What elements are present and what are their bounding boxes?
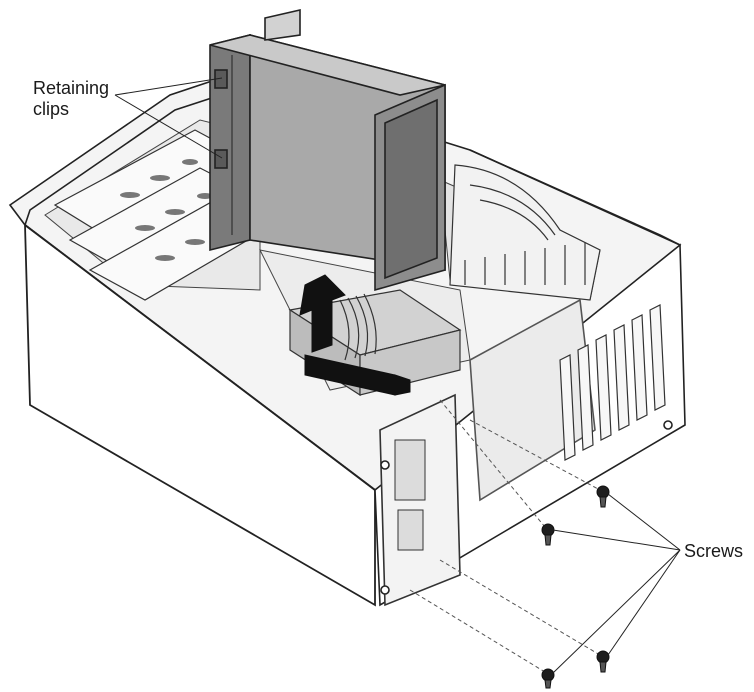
expansion-slots bbox=[559, 304, 666, 461]
lift-arrow bbox=[299, 274, 411, 396]
screw bbox=[541, 523, 555, 546]
retaining-clips-callout: Retaining clips bbox=[33, 78, 110, 119]
wire-bundle bbox=[339, 293, 377, 361]
screw-guide-lines bbox=[409, 399, 601, 673]
chassis-side-panel bbox=[24, 223, 376, 607]
screw bbox=[541, 668, 555, 689]
heatsink-fins bbox=[464, 242, 586, 285]
screw bbox=[596, 485, 610, 508]
chassis-rear-panel bbox=[374, 243, 686, 607]
screws-leader-lines bbox=[552, 493, 681, 674]
screw bbox=[596, 650, 610, 673]
fan-shroud bbox=[449, 164, 601, 301]
power-supply bbox=[209, 8, 446, 292]
retaining-clips-leader-lines bbox=[114, 77, 223, 159]
screws-callout: Screws bbox=[684, 541, 744, 561]
